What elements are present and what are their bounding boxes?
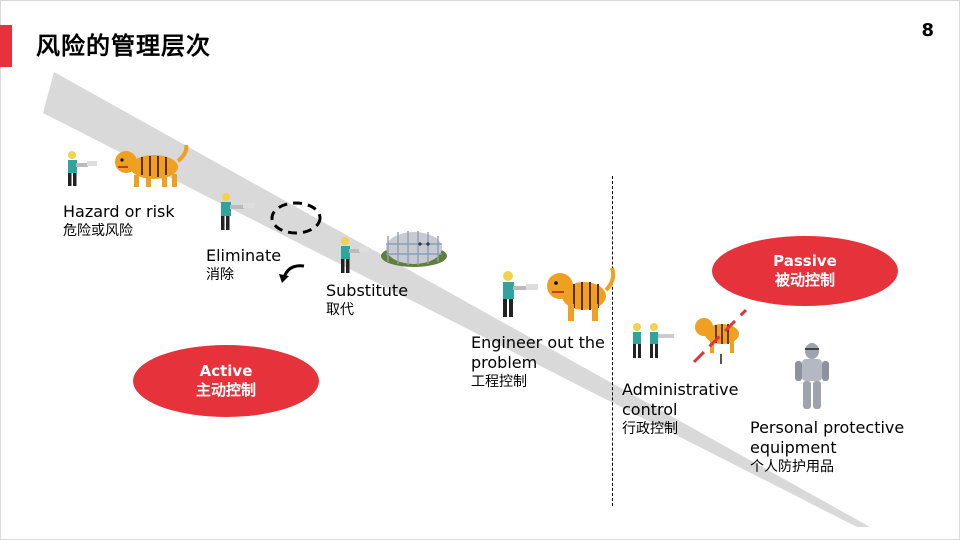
step-zh-text: 工程控制: [471, 374, 527, 390]
step-zh-text: 危险或风险: [63, 223, 133, 239]
step-ppe-label: Personal protective equipment 个人防护用品: [750, 418, 910, 476]
passive-control-oval: Passive 被动控制: [712, 236, 898, 306]
step-en-text: Hazard or risk: [63, 202, 175, 221]
oval-zh-text: 主动控制: [195, 381, 256, 399]
step-en-text: Substitute: [326, 281, 409, 300]
worker-icon: [221, 193, 255, 230]
step-eliminate-label: Eliminate 消除: [206, 246, 281, 284]
step-en-text: Administrative control: [622, 380, 739, 419]
tiger-icon: [115, 145, 189, 187]
worker-icon: [503, 271, 538, 317]
eliminated-hazard-circle: [270, 201, 322, 235]
worker-icon: [341, 237, 369, 273]
caged-cat-icon: [381, 231, 447, 267]
armor-suit-icon: [795, 343, 829, 409]
oval-en-text: Passive: [773, 252, 837, 270]
curved-arrow-icon: [279, 264, 305, 283]
tiger-icon: [547, 267, 616, 321]
passive-divider-line: [612, 176, 613, 506]
step-hazard-label: Hazard or risk 危险或风险: [63, 202, 175, 240]
step-zh-text: 取代: [326, 302, 354, 318]
page-number: 8: [921, 20, 934, 41]
worker-icon: [68, 151, 97, 186]
step-substitute-label: Substitute 取代: [326, 281, 408, 319]
oval-zh-text: 被动控制: [774, 271, 835, 289]
step-en-text: Personal protective equipment: [750, 418, 905, 457]
step-en-text: Engineer out the problem: [471, 333, 605, 372]
active-control-oval: Active 主动控制: [133, 345, 319, 417]
page-title: 风险的管理层次: [36, 32, 211, 60]
step-zh-text: 行政控制: [622, 421, 678, 437]
title-accent-bar: [0, 25, 12, 67]
step-engineer-label: Engineer out the problem 工程控制: [471, 333, 611, 391]
step-zh-text: 个人防护用品: [750, 459, 834, 475]
step-administrative-label: Administrative control 行政控制: [622, 380, 742, 438]
step-zh-text: 消除: [206, 267, 234, 283]
restrained-tiger-icon: [692, 308, 748, 364]
workers-pair-icon: [633, 323, 674, 358]
oval-en-text: Active: [199, 362, 253, 380]
step-en-text: Eliminate: [206, 246, 282, 265]
